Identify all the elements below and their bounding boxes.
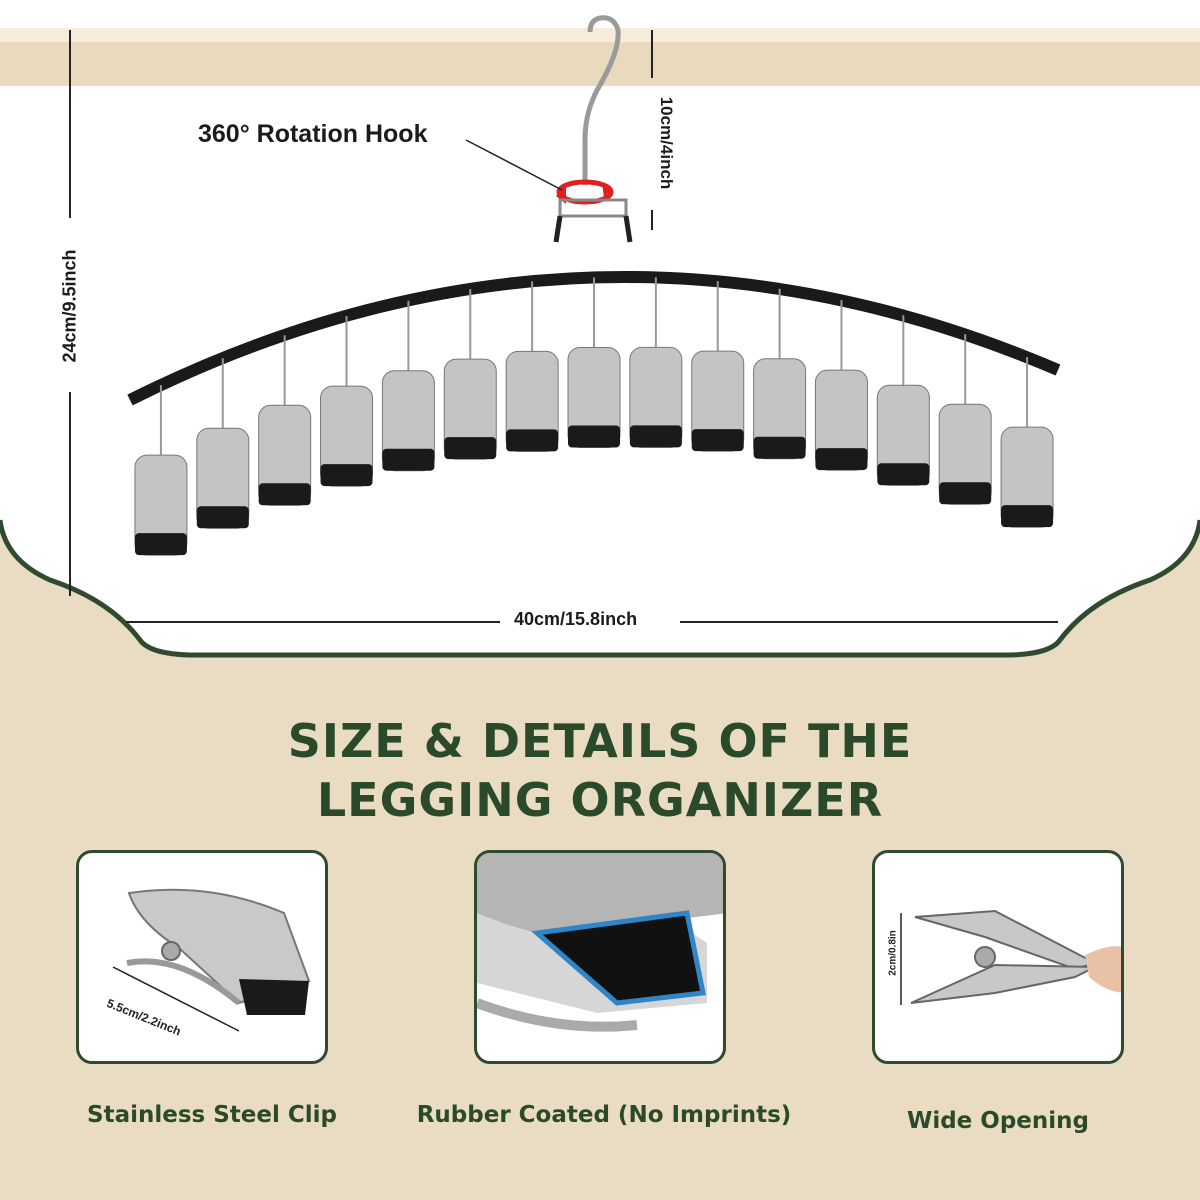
caption-steel-clip: Stainless Steel Clip	[87, 1102, 337, 1128]
clip-icon	[112, 888, 311, 1032]
rotation-hook-label: 360° Rotation Hook	[198, 120, 428, 148]
clip	[691, 281, 745, 452]
headline-line-2: LEGGING ORGANIZER	[316, 773, 884, 827]
clip	[814, 300, 868, 471]
total-height-label: 24cm/9.5inch	[59, 243, 81, 369]
clip	[258, 335, 312, 506]
feature-card-wide-opening	[872, 850, 1124, 1064]
clip	[443, 289, 497, 460]
hook-height-label: 10cm/4inch	[656, 92, 676, 194]
clip	[938, 334, 992, 505]
clip	[505, 281, 559, 452]
clip	[629, 277, 683, 448]
clip	[381, 300, 435, 472]
clip	[753, 288, 807, 460]
rubber-tip-icon	[477, 853, 723, 1032]
clip	[1000, 357, 1054, 528]
headline-line-1: SIZE & DETAILS OF THE	[287, 714, 913, 768]
opening-width-label: 2cm/0.8in	[887, 930, 899, 976]
clip	[196, 358, 250, 529]
hanger-illustration	[0, 0, 1200, 658]
product-image-panel: 360° Rotation Hook 10cm/4inch 24cm/9.5in…	[0, 0, 1200, 658]
open-clip-icon	[900, 909, 1121, 1005]
total-width-label: 40cm/15.8inch	[508, 609, 644, 630]
clip	[320, 316, 374, 487]
feature-card-rubber-coated	[474, 850, 726, 1064]
clip	[876, 315, 930, 486]
caption-rubber-coated: Rubber Coated (No Imprints)	[416, 1102, 792, 1128]
clip	[134, 385, 188, 556]
feature-card-steel-clip	[76, 850, 328, 1064]
clip	[567, 277, 621, 448]
page-headline: SIZE & DETAILS OF THE LEGGING ORGANIZER	[0, 712, 1200, 830]
caption-wide-opening: Wide Opening	[906, 1108, 1090, 1134]
